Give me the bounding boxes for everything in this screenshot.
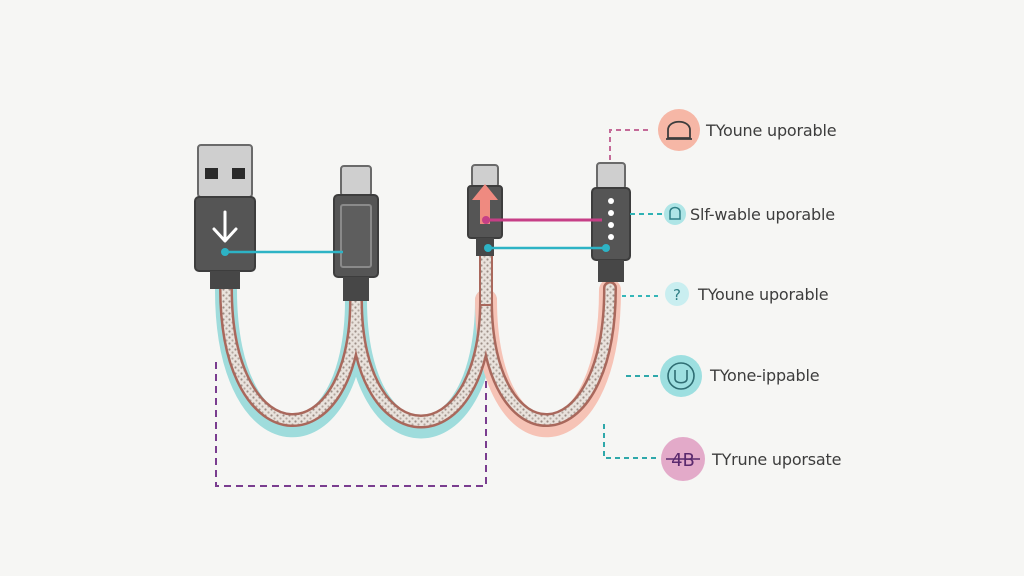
up-arrow-icon bbox=[472, 184, 498, 224]
badge-text: 4B bbox=[671, 450, 695, 471]
callout-label-1: TYoune uporable bbox=[706, 121, 837, 140]
hood-icon bbox=[658, 109, 700, 151]
usb-c-connector-small[interactable] bbox=[467, 164, 503, 256]
ab-badge-icon: 4B bbox=[661, 437, 705, 481]
leader-1 bbox=[609, 129, 652, 160]
callout-label-4: TYone-ippable bbox=[710, 366, 820, 385]
usb-a-connector[interactable] bbox=[194, 144, 256, 289]
callout-label-2: Slf-wable uporable bbox=[690, 205, 835, 224]
leader-5 bbox=[603, 424, 660, 459]
bell-icon bbox=[664, 203, 686, 225]
cable-braid-vertical bbox=[479, 254, 493, 306]
usb-c-connector-large[interactable] bbox=[333, 165, 379, 301]
cable-braid-texture bbox=[221, 283, 615, 426]
svg-text:?: ? bbox=[673, 286, 681, 304]
question-icon: ? bbox=[665, 282, 689, 306]
cable-glow-salmon bbox=[475, 279, 621, 438]
callout-label-5: TYrune uporsate bbox=[712, 450, 842, 469]
cable-braid bbox=[219, 281, 617, 429]
down-arrow-icon bbox=[212, 210, 238, 243]
usb-c-connector-right[interactable] bbox=[591, 162, 631, 282]
dashed-bracket bbox=[215, 362, 487, 487]
cup-icon bbox=[660, 355, 702, 397]
callout-label-3: TYoune uporable bbox=[698, 285, 829, 304]
